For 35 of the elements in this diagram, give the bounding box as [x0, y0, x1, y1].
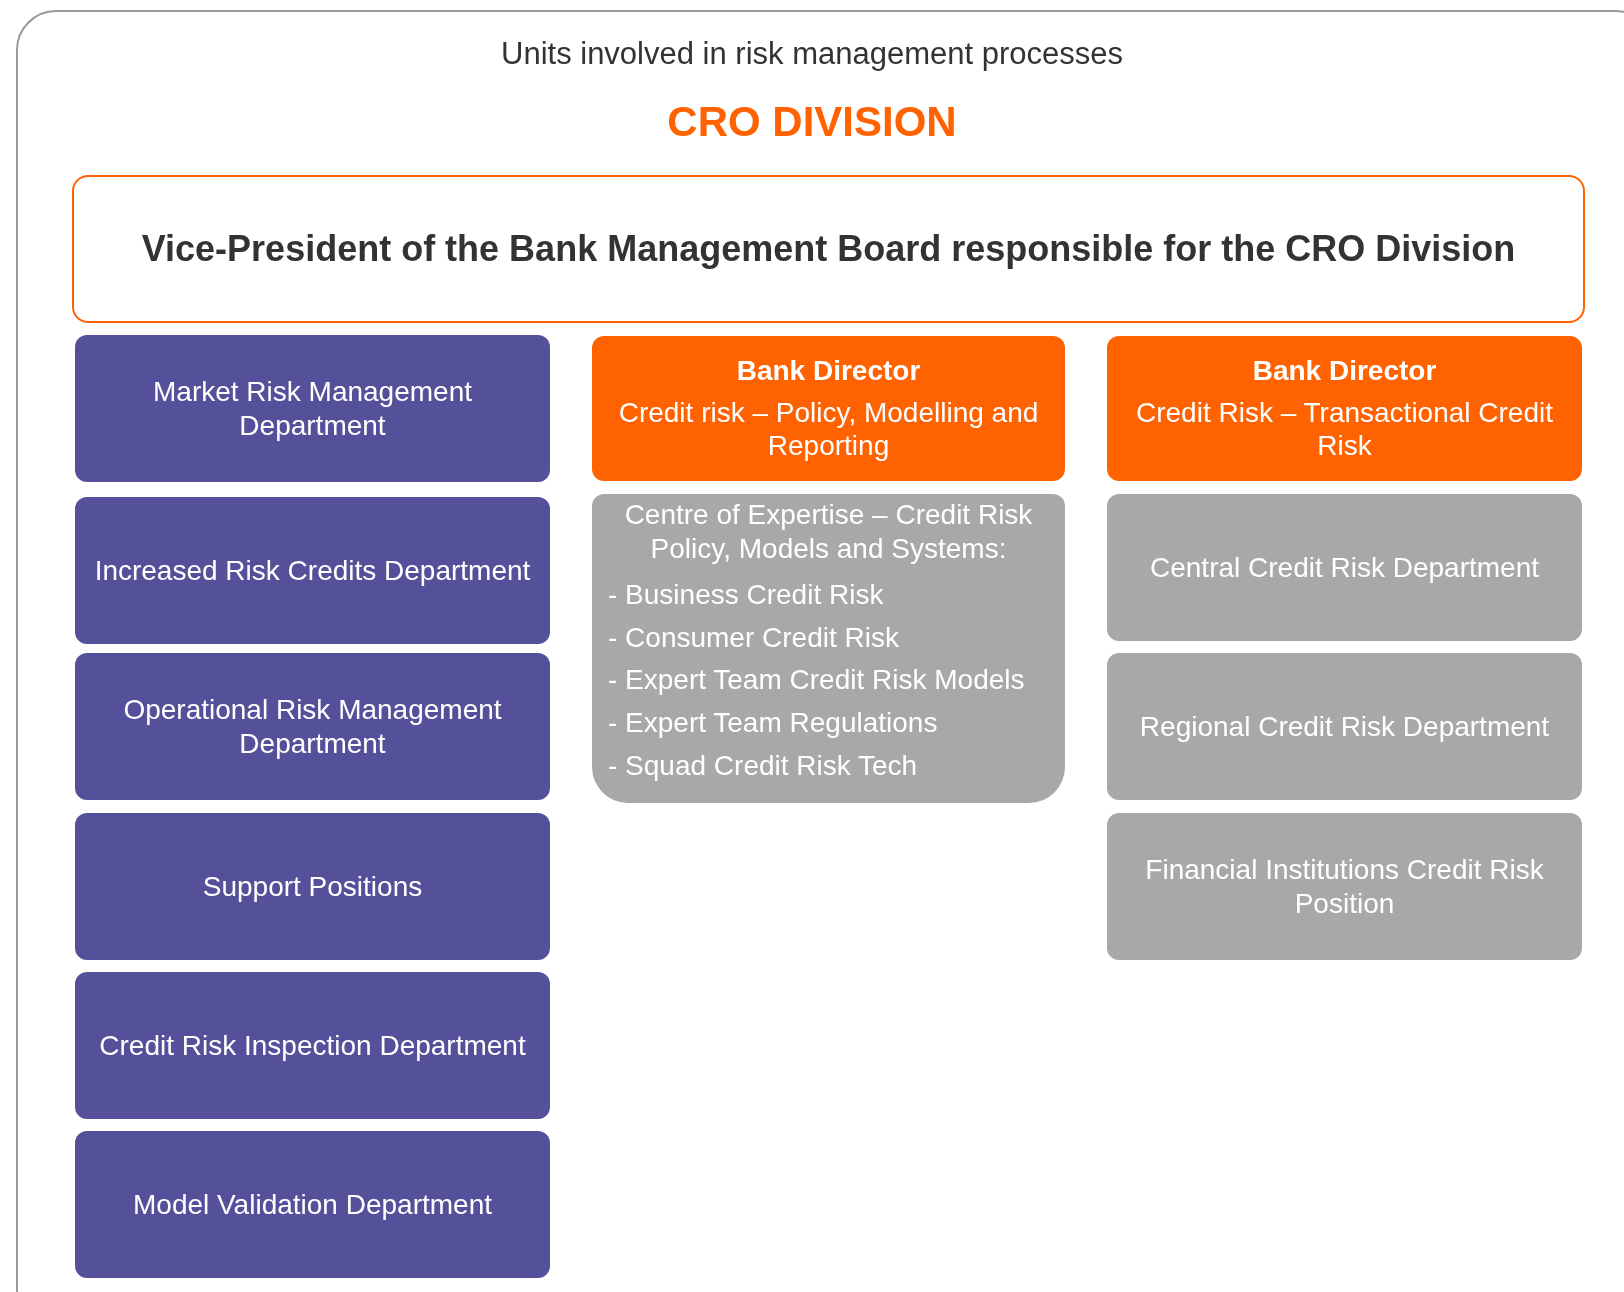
director-box	[592, 336, 1065, 481]
box-heading: Centre of Expertise – Credit Risk Policy, Models and Systems:	[623, 498, 1034, 566]
box-label: Regional Credit Risk Department	[1138, 709, 1551, 744]
box-label: Support Positions	[201, 869, 424, 904]
director-box	[1107, 336, 1582, 481]
box-text: - Expert Team Credit Risk Models	[608, 663, 1026, 697]
box-label: Operational Risk Management Department	[122, 692, 503, 761]
box-heading: Bank Director	[735, 354, 922, 388]
box-text: - Consumer Credit Risk	[608, 620, 900, 655]
department-box	[75, 1131, 550, 1278]
box-label: Financial Institutions Credit Risk Position	[1144, 852, 1545, 921]
department-box	[75, 653, 550, 800]
box-label: Market Risk Management Department	[152, 374, 473, 443]
department-box	[1107, 494, 1582, 641]
box-text: - Squad Credit Risk Tech	[608, 748, 919, 783]
box-label: Model Validation Department	[132, 1187, 493, 1222]
box-text: Credit Risk – Transactional Credit Risk	[1134, 395, 1554, 463]
box-text: - Business Credit Risk	[608, 578, 885, 612]
department-box	[75, 335, 550, 482]
box-label: Central Credit Risk Department	[1149, 550, 1540, 585]
box-text: - Expert Team Regulations	[608, 705, 939, 740]
box-label: Increased Risk Credits Department	[93, 553, 532, 588]
department-box	[1107, 813, 1582, 960]
box-heading: Bank Director	[1251, 354, 1438, 388]
box-label: Vice-President of the Bank Management Board responsible for the CRO Division	[140, 228, 1517, 270]
diagram-title: Units involved in risk management processes	[500, 36, 1124, 72]
department-box	[1107, 653, 1582, 800]
department-box	[75, 972, 550, 1119]
department-box	[75, 497, 550, 644]
unit-list-box	[592, 494, 1065, 803]
board-member-box	[72, 175, 1585, 323]
box-label: Credit Risk Inspection Department	[98, 1028, 527, 1063]
box-text: Credit risk – Policy, Modelling and Reporting	[617, 395, 1040, 463]
division-heading: CRO DIVISION	[666, 98, 958, 146]
department-box	[75, 813, 550, 960]
